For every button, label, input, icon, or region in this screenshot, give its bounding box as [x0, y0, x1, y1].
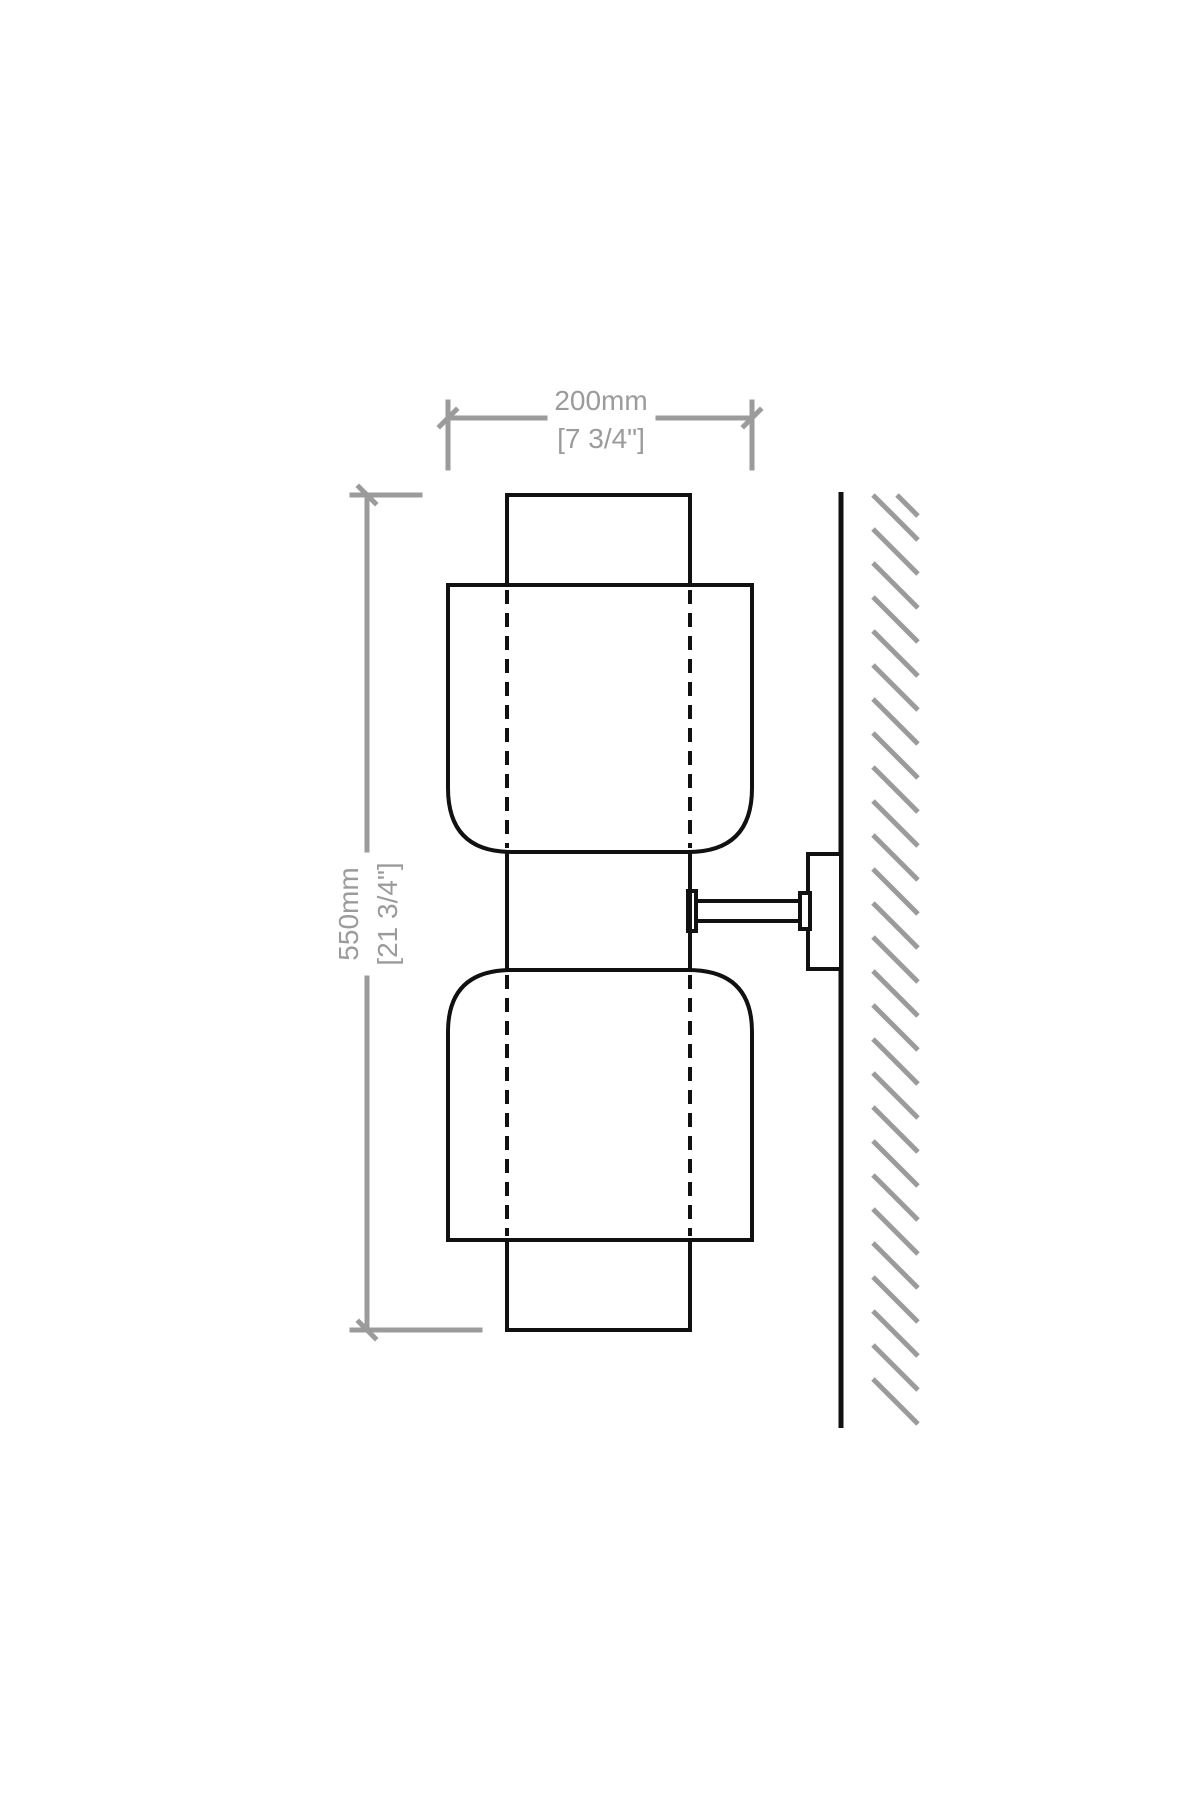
tube-top-cap	[505, 493, 692, 585]
wall	[838, 492, 920, 1428]
height-dimension-metric: 550mm	[333, 867, 364, 960]
upper-shade	[446, 583, 754, 854]
hidden-tube-edges	[505, 590, 692, 1236]
height-dimension-imperial: [21 3/4"]	[372, 862, 403, 965]
width-dimension	[436, 399, 764, 471]
width-dimension-right-tick	[740, 406, 764, 430]
width-dimension-left-tick	[436, 406, 460, 430]
wall-backplate	[806, 852, 843, 971]
height-dimension-bottom-tick	[355, 1318, 379, 1342]
wall-mount	[686, 852, 843, 971]
height-dimension	[349, 483, 483, 1342]
wall-hatching	[871, 493, 920, 1426]
width-dimension-metric: 200mm	[554, 385, 647, 416]
tube-bottom-cap	[505, 1240, 692, 1332]
sconce-body	[446, 493, 754, 1332]
width-dimension-imperial: [7 3/4"]	[557, 423, 645, 454]
height-dimension-top-tick	[355, 483, 379, 507]
lower-shade	[446, 968, 754, 1242]
backplate-collar	[798, 891, 812, 931]
